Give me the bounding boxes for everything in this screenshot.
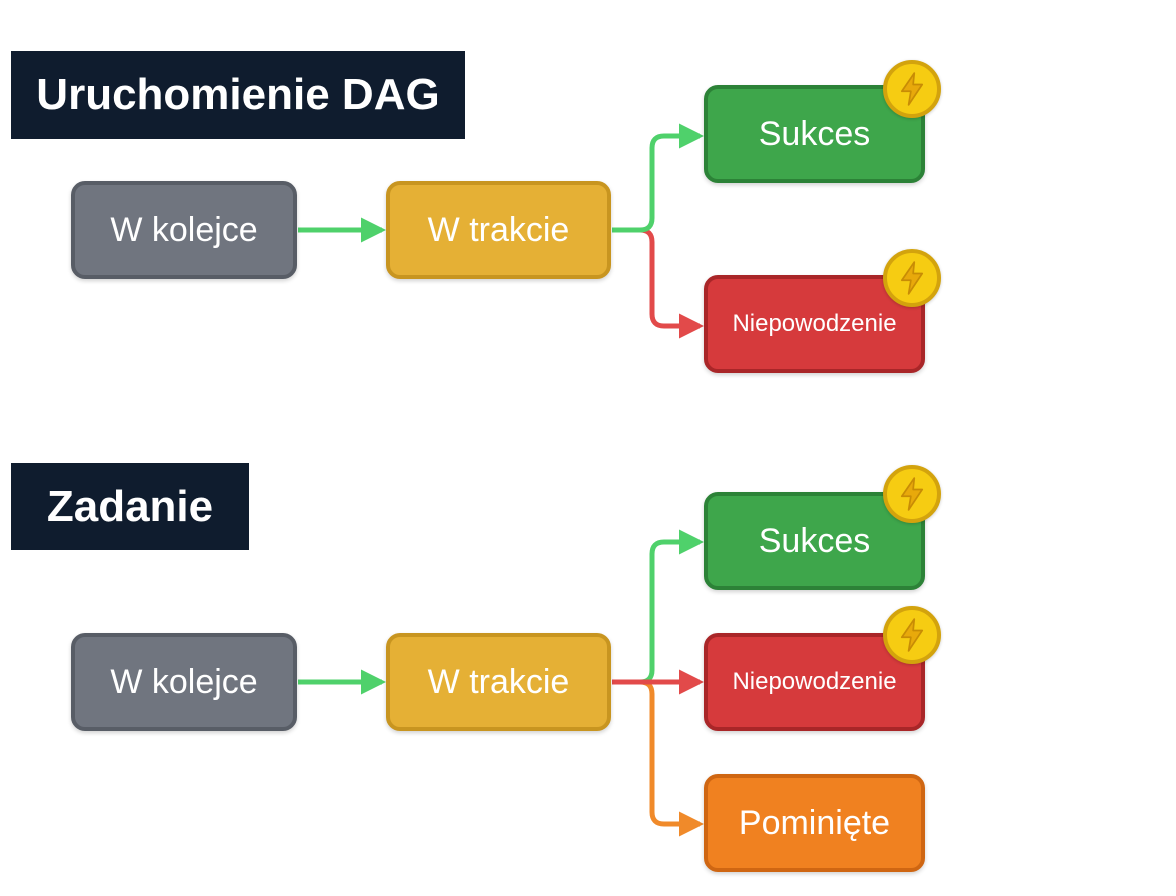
dag-state-queued-label: W kolejce <box>110 210 258 249</box>
lightning-icon <box>900 261 924 295</box>
task-state-success: Sukces <box>704 492 925 590</box>
lightning-icon <box>900 618 924 652</box>
dag-run-title: Uruchomienie DAG <box>11 51 465 139</box>
task-success-lightning-badge <box>883 465 941 523</box>
task-state-running: W trakcie <box>386 633 611 731</box>
dag-success-lightning-badge <box>883 60 941 118</box>
task-state-failed-label: Niepowodzenie <box>732 668 897 695</box>
dag-failed-lightning-badge <box>883 249 941 307</box>
task-edges <box>298 529 705 837</box>
task-failed-lightning-badge <box>883 606 941 664</box>
dag-edge-running-to-success <box>612 123 705 233</box>
dag-state-running-label: W trakcie <box>427 210 570 249</box>
task-state-success-label: Sukces <box>758 521 871 560</box>
lightning-icon <box>900 477 924 511</box>
task-state-running-label: W trakcie <box>427 662 570 701</box>
task-edge-running-to-skipped <box>612 679 705 837</box>
dag-run-title-text: Uruchomienie DAG <box>36 70 440 119</box>
dag-edge-running-to-failed <box>612 227 705 339</box>
task-state-queued-label: W kolejce <box>110 662 258 701</box>
dag-edges <box>298 123 705 339</box>
task-edge-running-to-success <box>612 529 705 685</box>
dag-state-queued: W kolejce <box>71 181 297 279</box>
task-title-text: Zadanie <box>46 481 214 531</box>
task-state-skipped-label: Pominięte <box>738 803 891 842</box>
dag-state-running: W trakcie <box>386 181 611 279</box>
task-state-skipped: Pominięte <box>704 774 925 872</box>
lightning-icon <box>900 72 924 106</box>
task-title: Zadanie <box>11 463 249 550</box>
dag-state-success-label: Sukces <box>758 114 871 153</box>
dag-state-success: Sukces <box>704 85 925 183</box>
task-state-queued: W kolejce <box>71 633 297 731</box>
dag-state-failed-label: Niepowodzenie <box>732 310 897 337</box>
